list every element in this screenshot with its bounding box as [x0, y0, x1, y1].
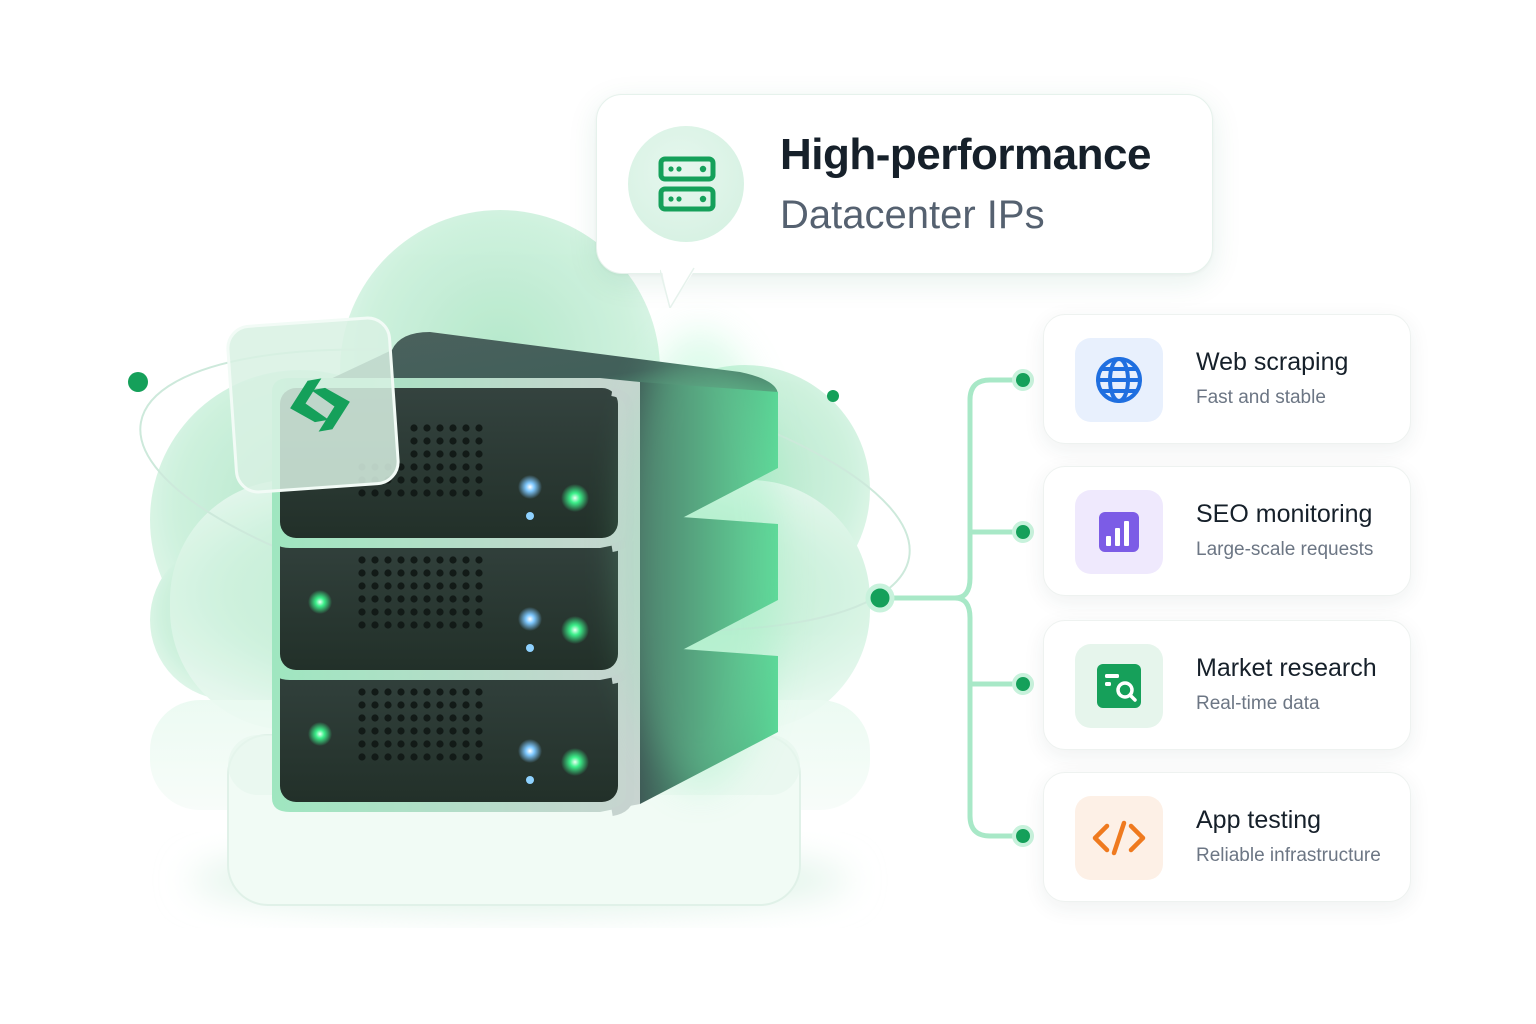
data-search-icon — [1097, 664, 1141, 708]
connector-dot-1 — [1012, 369, 1034, 391]
connector-lines — [877, 377, 1025, 839]
feature-icon-badge — [1075, 338, 1163, 422]
status-led-green — [561, 616, 589, 644]
status-led-blue-small — [526, 644, 534, 652]
server-rack-icon — [658, 156, 716, 212]
feature-card-market-research: Market research Real-time data — [1043, 620, 1411, 750]
connector-dot-3 — [1012, 673, 1034, 695]
status-led-blue — [518, 475, 542, 499]
feature-icon-badge — [1075, 490, 1163, 574]
orbit-dot-right — [827, 390, 839, 402]
title-icon-badge — [628, 126, 744, 242]
page-title: High-performance — [780, 130, 1151, 179]
status-led-blue — [518, 739, 542, 763]
feature-subtitle: Real-time data — [1196, 693, 1320, 714]
orbit-dot-left — [128, 372, 148, 392]
status-led-green — [561, 748, 589, 776]
status-led-green — [308, 590, 332, 614]
rotate-arrows-icon — [290, 378, 350, 432]
status-led-blue — [518, 607, 542, 631]
feature-card-seo-monitoring: SEO monitoring Large-scale requests — [1043, 466, 1411, 596]
connector-dot-2 — [1012, 521, 1034, 543]
feature-subtitle: Reliable infrastructure — [1196, 845, 1381, 866]
connector-dot-4 — [1012, 825, 1034, 847]
connector-hub-dot — [865, 583, 895, 613]
globe-icon — [1096, 357, 1142, 403]
feature-card-web-scraping: Web scraping Fast and stable — [1043, 314, 1411, 444]
title-card-tail — [660, 262, 700, 308]
feature-title: Web scraping — [1196, 348, 1349, 376]
feature-icon-badge — [1075, 644, 1163, 728]
status-led-green — [561, 484, 589, 512]
status-led-blue-small — [526, 776, 534, 784]
code-icon — [1092, 820, 1146, 856]
bar-chart-icon — [1099, 512, 1139, 552]
feature-subtitle: Fast and stable — [1196, 387, 1326, 408]
feature-icon-badge — [1075, 796, 1163, 880]
feature-card-app-testing: App testing Reliable infrastructure — [1043, 772, 1411, 902]
status-led-green — [308, 722, 332, 746]
feature-title: SEO monitoring — [1196, 500, 1373, 528]
vent-grid — [358, 556, 483, 629]
feature-title: App testing — [1196, 806, 1322, 834]
page-subtitle: Datacenter IPs — [780, 193, 1045, 237]
feature-title: Market research — [1196, 654, 1377, 682]
vent-grid — [358, 424, 483, 497]
floating-badge — [226, 316, 400, 494]
status-led-blue-small — [526, 512, 534, 520]
feature-subtitle: Large-scale requests — [1196, 539, 1374, 560]
vent-grid — [358, 688, 483, 761]
